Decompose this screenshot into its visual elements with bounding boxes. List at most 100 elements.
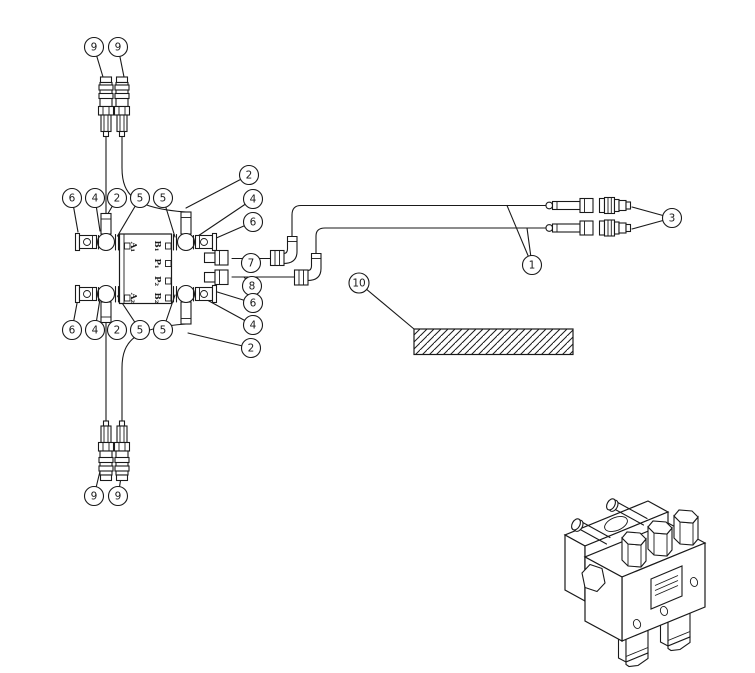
hose-end-fitting-lower (545, 220, 594, 236)
svg-text:6: 6 (250, 217, 257, 229)
callout-2-topright: 2 (238, 164, 260, 186)
ball-union-bottom-right (176, 284, 196, 325)
elbow-fitting-upper (269, 235, 298, 267)
elbow-fitting-lower (293, 252, 322, 286)
port-label-b1: B₁ (152, 241, 162, 252)
port-a2 (124, 294, 131, 302)
seal-washers (97, 233, 195, 303)
svg-text:2: 2 (248, 343, 255, 355)
ball-union-top-left (96, 212, 116, 252)
callout-10: 10 (348, 272, 370, 294)
port-label-b2: B₂ (152, 293, 162, 304)
port-a1 (124, 242, 131, 250)
svg-text:5: 5 (160, 193, 167, 205)
callout-5-bottomleft-2: 5 (152, 319, 174, 341)
port-p1 (165, 260, 172, 267)
plug-top-left (74, 232, 98, 252)
callout-5-topleft-2: 5 (152, 187, 174, 209)
callout-9-top-1: 9 (83, 36, 105, 58)
callout-6-topright: 6 (242, 211, 264, 233)
bottom-leg-2 (659, 612, 691, 652)
callout-7: 7 (240, 252, 262, 274)
port-p2 (165, 277, 172, 285)
manifold-block-isometric (563, 498, 707, 668)
hex-plug-1 (621, 531, 647, 568)
ball-union-bottom-left (96, 284, 116, 324)
callout-6-bottomright: 6 (242, 292, 264, 314)
port-b1 (165, 242, 172, 250)
callout-6-bottomleft: 6 (61, 319, 83, 341)
hose-right-lower (315, 227, 547, 255)
svg-text:10: 10 (352, 278, 365, 290)
adaptor-p2 (203, 269, 229, 286)
callout-9-bottom-2: 9 (107, 485, 129, 507)
callout-6-topleft: 6 (61, 187, 83, 209)
hex-plug-2 (647, 520, 673, 557)
port-label-p1: P₁ (152, 258, 162, 268)
coupler-top-2 (113, 76, 131, 138)
coupler-bottom-2 (113, 420, 131, 482)
mounting-plate-hatched (413, 328, 574, 356)
callout-4-bottomright: 4 (242, 314, 264, 336)
svg-text:6: 6 (250, 298, 257, 310)
hex-plug-3 (673, 509, 699, 546)
front-hole-2 (659, 606, 669, 616)
svg-text:9: 9 (115, 42, 122, 54)
svg-text:3: 3 (669, 213, 676, 225)
port-label-a1: A₁ (128, 241, 138, 253)
svg-text:1: 1 (529, 260, 536, 272)
callout-9-top-2: 9 (107, 36, 129, 58)
svg-text:4: 4 (92, 193, 99, 205)
callout-1: 1 (521, 254, 543, 276)
callout-4-bottomleft: 4 (84, 319, 106, 341)
svg-text:4: 4 (250, 194, 257, 206)
bottom-leg-1 (617, 628, 649, 668)
plug-bottom-left (74, 284, 98, 304)
callout-2-bottomright: 2 (240, 337, 262, 359)
front-hole-3 (632, 619, 642, 629)
plug-bottom-right (194, 284, 218, 304)
port-label-a2: A₂ (128, 292, 138, 304)
coupler-top-1 (97, 76, 115, 138)
callout-5-bottomleft-1: 5 (129, 319, 151, 341)
svg-text:9: 9 (91, 42, 98, 54)
svg-text:9: 9 (115, 491, 122, 503)
svg-text:7: 7 (248, 258, 255, 270)
coupler-bottom-1 (97, 420, 115, 482)
svg-text:4: 4 (250, 320, 257, 332)
callout-2-topleft: 2 (106, 187, 128, 209)
adaptor-p1 (203, 249, 229, 266)
callout-9-bottom-1: 9 (83, 485, 105, 507)
hose-right-upper (291, 204, 547, 238)
svg-text:5: 5 (137, 325, 144, 337)
quick-coupler-upper (598, 196, 632, 215)
front-hole-1 (689, 577, 699, 587)
hose-bottom-right (121, 323, 187, 422)
svg-text:6: 6 (69, 325, 76, 337)
svg-text:8: 8 (249, 281, 256, 293)
mounting-screw-1 (606, 498, 648, 526)
svg-text:2: 2 (114, 193, 121, 205)
port-label-p2: P₂ (152, 276, 162, 286)
nameplate (650, 565, 683, 610)
svg-text:5: 5 (160, 325, 167, 337)
callout-4-topleft: 4 (84, 187, 106, 209)
side-hex-plug (581, 563, 606, 593)
svg-text:6: 6 (69, 193, 76, 205)
hose-end-fitting-upper (545, 197, 594, 214)
callout-4-topright: 4 (242, 188, 264, 210)
svg-text:9: 9 (91, 491, 98, 503)
plug-top-right (194, 232, 218, 252)
callout-2-bottomleft: 2 (106, 319, 128, 341)
mounting-screw-2 (571, 518, 611, 545)
svg-text:4: 4 (92, 325, 99, 337)
svg-text:5: 5 (137, 193, 144, 205)
valve-block: A₁ A₂ B₁ P₁ P₂ B₂ (118, 233, 173, 305)
callout-5-topleft-1: 5 (129, 187, 151, 209)
svg-text:2: 2 (246, 170, 253, 182)
quick-coupler-lower (598, 219, 632, 237)
top-oval-hole (604, 516, 628, 532)
svg-text:2: 2 (114, 325, 121, 337)
